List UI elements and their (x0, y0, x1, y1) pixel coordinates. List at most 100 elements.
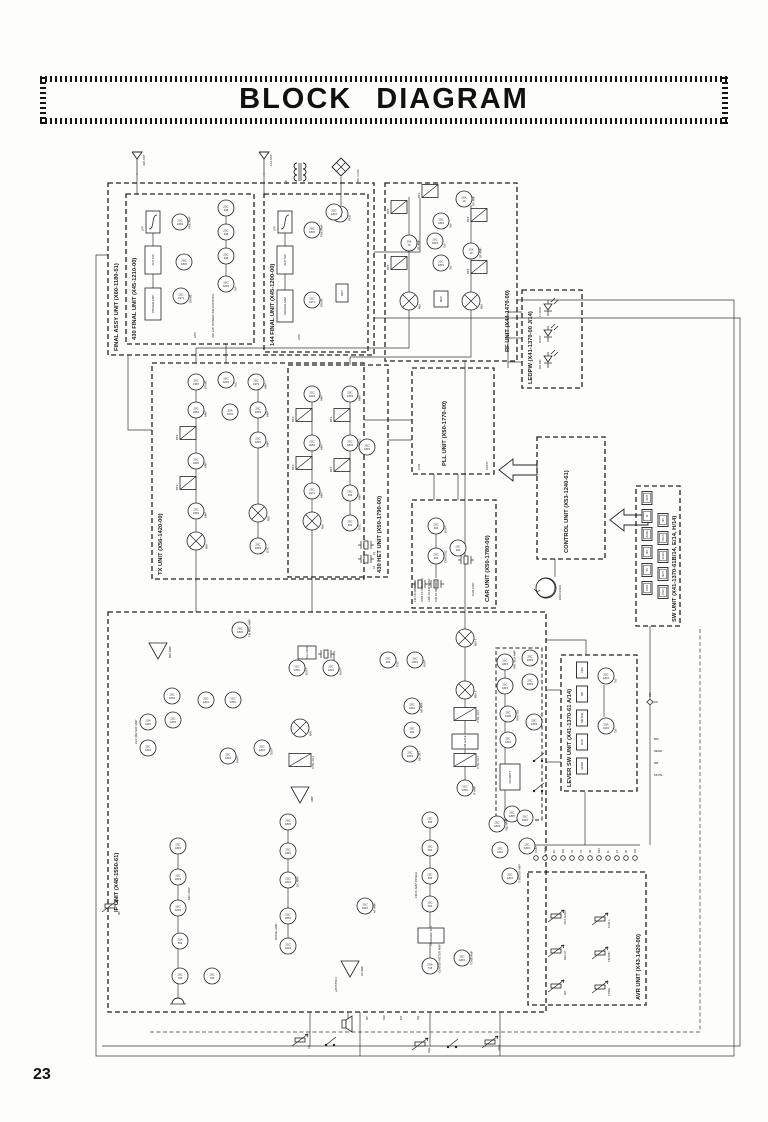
annotation-text: 2SC (505, 711, 510, 715)
wire (349, 310, 472, 365)
transistor-circle (488, 815, 506, 833)
button-cap (641, 563, 653, 577)
annotation-text: 1815 (223, 380, 229, 384)
annotation-text: 2SC (531, 719, 536, 723)
annotation-text: MIX (205, 544, 209, 549)
annotation-text: GND (543, 847, 547, 853)
annotation-text: 19 (470, 251, 473, 255)
annotation-text: AMP (204, 462, 208, 468)
button-cap (641, 527, 653, 541)
annotation-text: 1815 (175, 877, 181, 881)
annotation-text: 2SC (509, 811, 514, 815)
annotation-text: NB GATE (463, 735, 467, 748)
annotation-text: 2SC (502, 683, 507, 687)
wire-segment (295, 456, 313, 470)
led-triangle (543, 355, 553, 363)
terminal-dot (596, 855, 602, 861)
annotation-text: 2SC (255, 437, 260, 441)
annotation-text: APC (193, 331, 197, 338)
annotation-text: ENCODER (558, 584, 562, 600)
annotation-text: 19 (408, 243, 411, 247)
annotation-text: BPF (329, 416, 333, 422)
wire-segment (427, 1037, 429, 1042)
annotation-text: 1815 (193, 511, 199, 515)
annotation-text: AMP (320, 395, 324, 401)
annotation-text: 2SC (362, 903, 367, 907)
potentiometer-icon: RIT (547, 979, 567, 995)
terminal: 4M (632, 849, 638, 861)
transistor-circle (421, 895, 439, 913)
annotation-text: 2SC (527, 655, 532, 659)
annotation-text: 1815 (175, 846, 181, 850)
annotation-text: 1815 (505, 740, 511, 744)
annotation-text: DRIVE (189, 294, 193, 303)
annotation-text: µPC575C2 (334, 977, 338, 992)
wire-segment (547, 944, 565, 958)
wire-segment (560, 909, 565, 911)
annotation-text: DC 13.8V (356, 169, 360, 182)
push-button: M (641, 509, 653, 523)
wire-segment (591, 946, 609, 960)
annotation-text: 1815 (409, 706, 415, 710)
annotation-text: 2SC (524, 843, 529, 847)
annotation-text: 2SC (427, 845, 432, 849)
annotation-text: CAR (417, 463, 421, 470)
annotation-text: 2SC (253, 379, 258, 383)
wire-segment (591, 912, 609, 926)
annotation-text: 2SC (259, 745, 264, 749)
annotation-text: MUTE (654, 773, 663, 777)
wire-segment (336, 162, 346, 172)
bandpass-filter-icon: BPF (291, 456, 313, 470)
annotation-text: 1815 (462, 788, 468, 792)
wire-segment (563, 909, 565, 914)
annotation-text: CONT (485, 461, 489, 470)
annotation-text: METER (580, 713, 584, 722)
annotation-text: FM MOD AMP (248, 619, 252, 637)
annotation-text: BAL MOD (305, 646, 309, 659)
lowpass-filter-icon: LPF (273, 210, 293, 234)
annotation-text: SW (234, 286, 238, 291)
annotation-text: 4P (624, 850, 628, 853)
annotation-text: 2SC (170, 717, 175, 721)
annotation-text: MIC AMP (168, 646, 172, 658)
annotation-text: 2SC (427, 873, 432, 877)
crystal-icon: 10.695MHz (318, 649, 336, 664)
annotation-text: NB (654, 761, 658, 765)
annotation-text: SQ (416, 1015, 420, 1020)
annotation-text: 2SC (364, 444, 369, 448)
annotation-text: BUFF (236, 755, 240, 763)
annotation-text: 1815 (432, 241, 438, 245)
title-box: BLOCK DIAGRAM (40, 76, 728, 124)
mixer: MIX (461, 291, 484, 311)
wire-segment (453, 753, 477, 767)
transistor-circle (432, 254, 450, 272)
wire-segment (458, 683, 472, 697)
annotation-text: FM IF AMP 455kHz (414, 872, 418, 898)
button-inner (643, 492, 651, 504)
annotation-text: 1815 (285, 880, 291, 884)
lever-switch: SEND (576, 757, 588, 775)
wire-segment (304, 1033, 309, 1035)
led-icon: F LOCK (538, 297, 559, 317)
transistor-circle (231, 621, 249, 639)
shape (417, 927, 445, 944)
transistor-circle (187, 401, 205, 419)
annotation-text: SEND (654, 749, 663, 753)
annotation-text: MT (399, 1016, 403, 1020)
transistor-circle (449, 539, 467, 557)
annotation-text: SW (614, 728, 618, 733)
annotation-text: 460 (428, 848, 433, 852)
transistor-circle (403, 697, 421, 715)
annotation-text: 2SC (309, 297, 314, 301)
